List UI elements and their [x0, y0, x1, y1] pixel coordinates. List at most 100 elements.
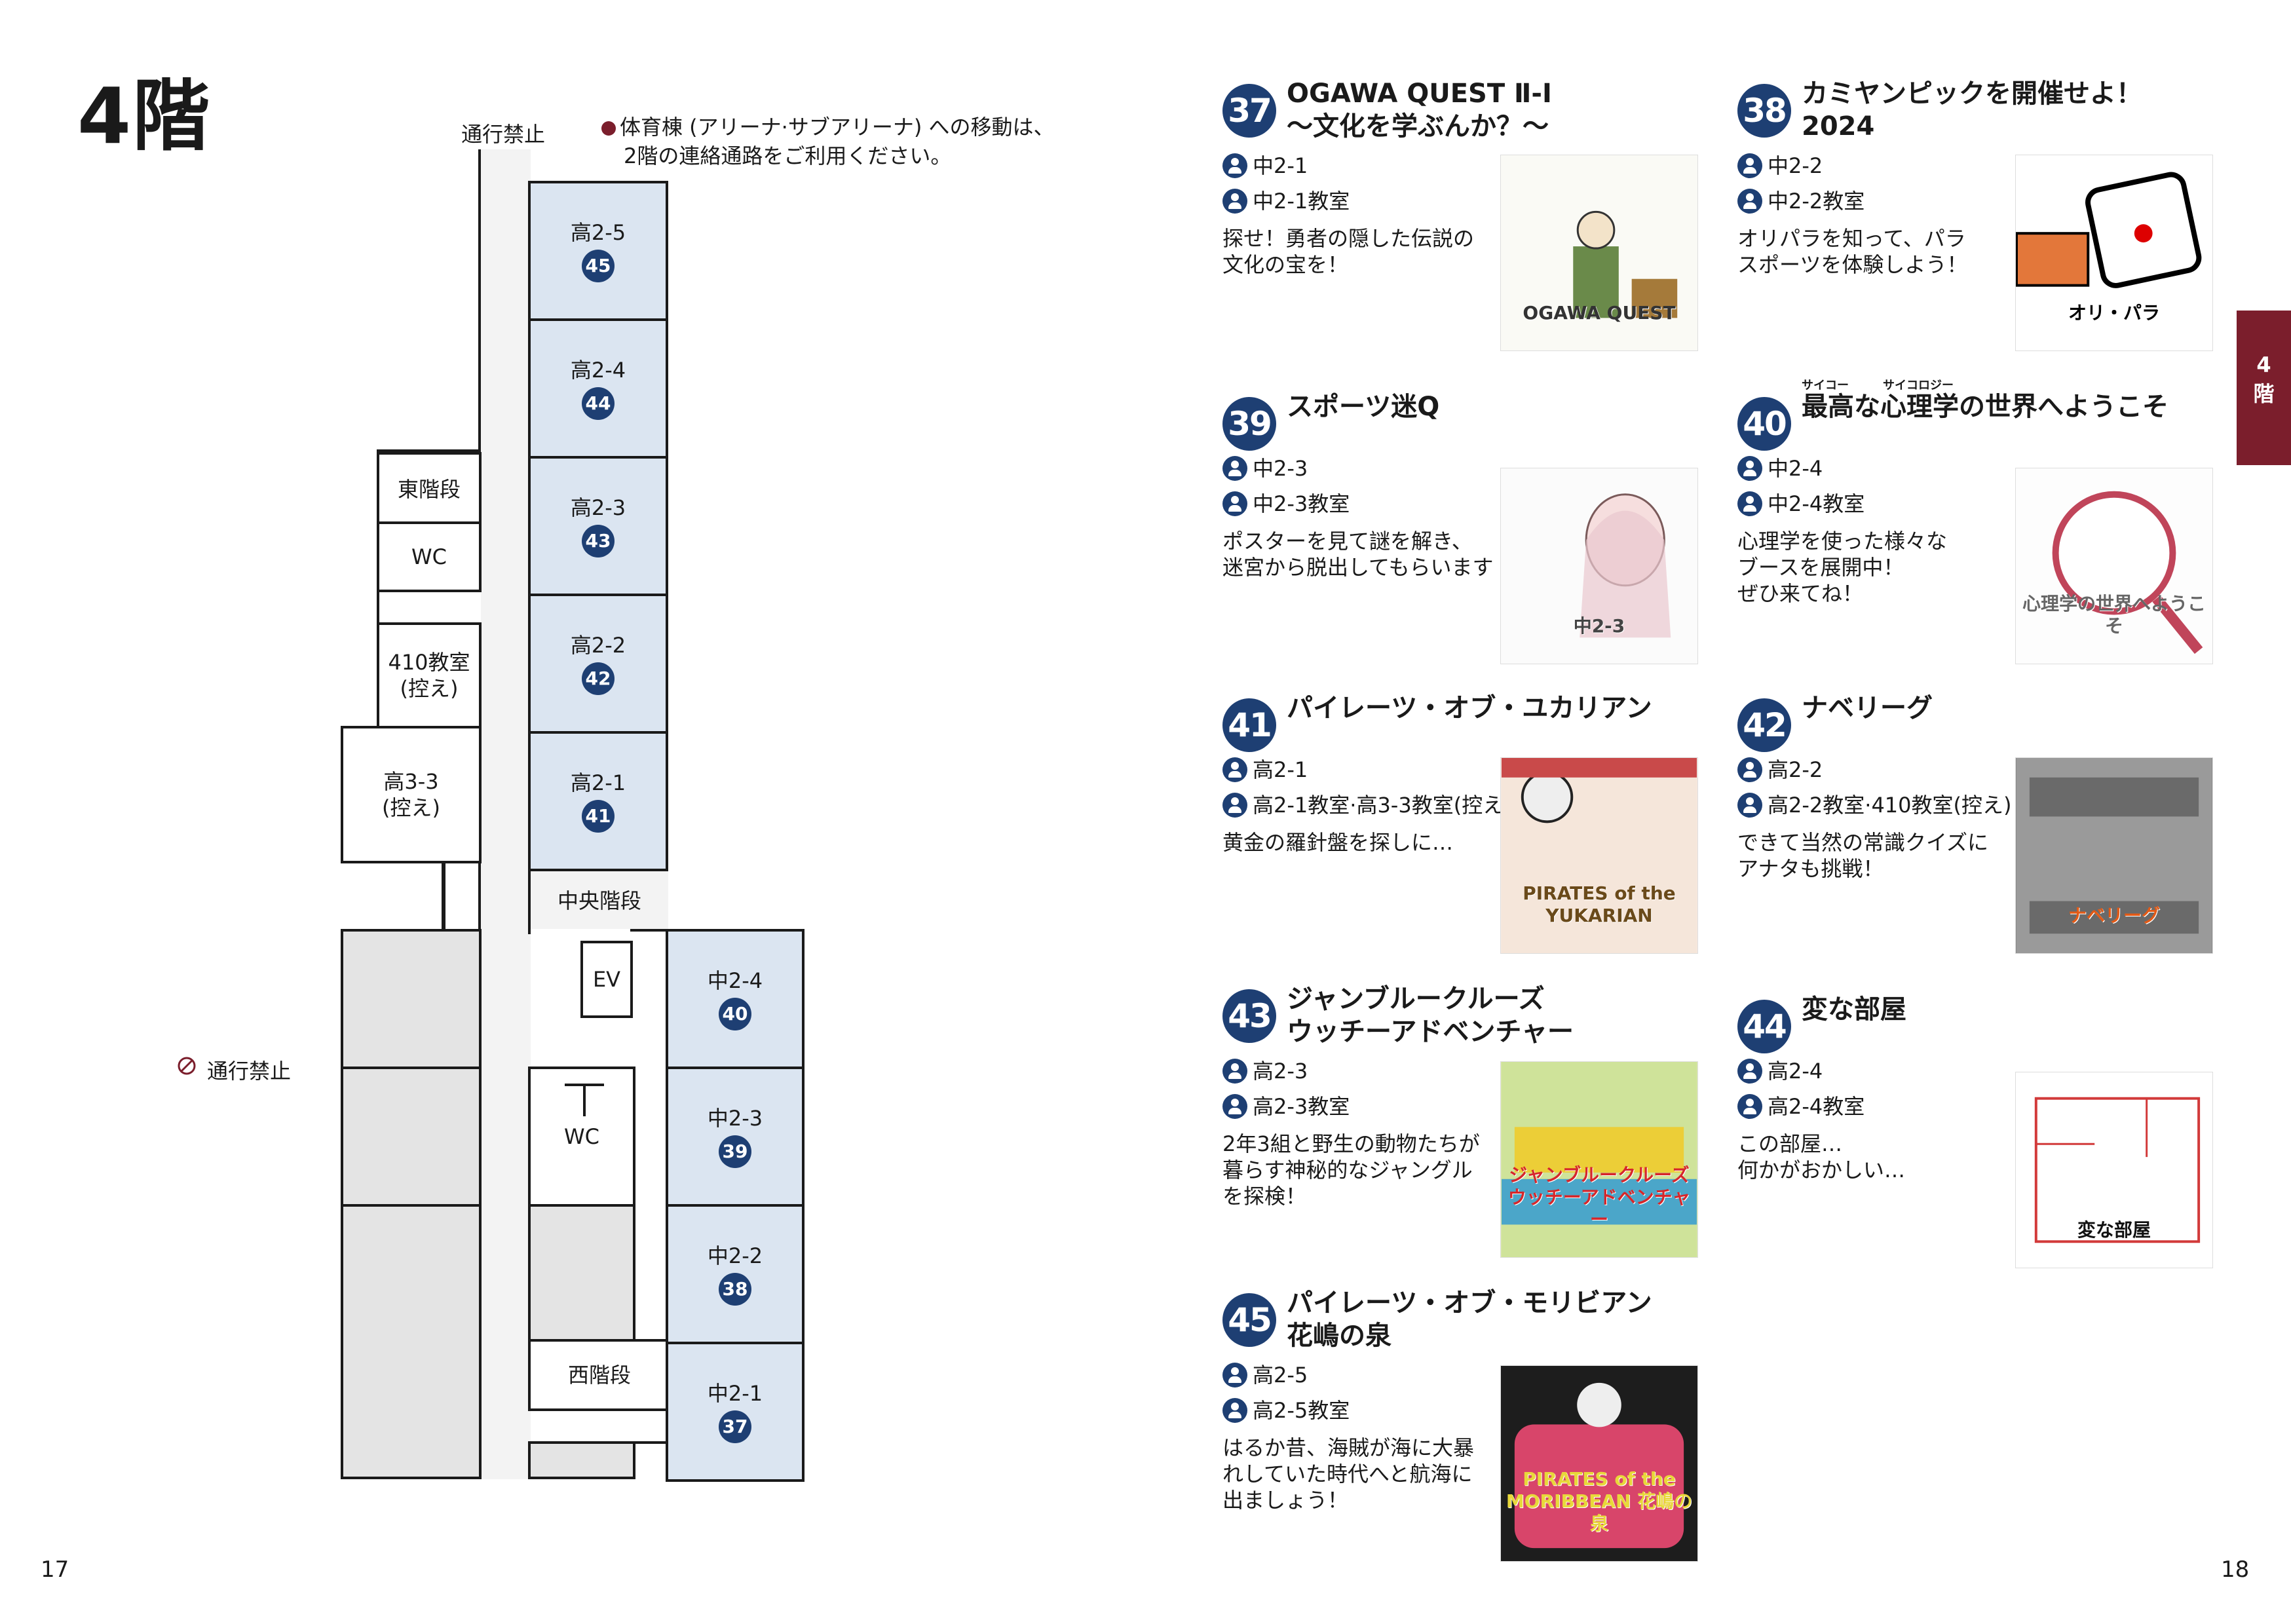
side-tab-line-2: 階: [2253, 381, 2275, 406]
exhibit-number-badge: 38: [719, 1273, 751, 1306]
wall: [377, 590, 379, 624]
classroom-name: 中2-3: [707, 1106, 763, 1131]
exhibit-room: 中2-3教室: [1253, 491, 1350, 516]
location-icon: [1222, 793, 1247, 818]
exhibit-number: 38: [1737, 84, 1791, 138]
wall: [528, 862, 531, 934]
thumbnail-caption: OGAWA QUEST: [1523, 302, 1676, 324]
classroom-name: 中2-4: [707, 968, 763, 993]
west-stairs: 西階段: [528, 1339, 668, 1411]
exhibit-room: 高2-2教室·410教室(控え): [1768, 793, 2012, 818]
exhibit-class: 中2-4: [1768, 456, 1823, 481]
location-icon: [1222, 491, 1247, 516]
classroom-name: 中2-1: [707, 1381, 763, 1406]
location-icon: [1737, 491, 1762, 516]
wall: [478, 149, 481, 451]
gray-room: [341, 1067, 482, 1207]
thumbnail-illustration: [2016, 172, 2202, 288]
exhibit-thumbnail: ジャンブルークルーズ ウッチーアドベンチャー: [1500, 1061, 1698, 1258]
side-tab-line-1: 4: [2256, 352, 2271, 377]
description-line: はるか昔、海賊が海に大暴: [1222, 1435, 1475, 1460]
wc-east: WC: [377, 521, 482, 592]
wc-east-label: WC: [411, 544, 447, 569]
corridor-central: [481, 863, 668, 929]
group-icon: [1222, 153, 1247, 178]
exhibit-number-badge: 45: [582, 250, 615, 282]
room-h33: 高3-3 (控え): [341, 726, 482, 863]
description-line: 出ましょう！: [1222, 1488, 1349, 1513]
wc-west-label: WC: [564, 1124, 599, 1149]
exhibit-room: 高2-5教室: [1253, 1398, 1350, 1423]
no-entry-icon: [178, 1057, 196, 1075]
thumbnail-caption: 変な部屋: [2077, 1219, 2151, 1241]
exhibit-title: パイレーツ・オブ・ユカリアン: [1287, 692, 1713, 725]
exhibit-description: ポスターを見て謎を解き、迷宮から脱出してもらいます: [1222, 528, 1511, 580]
exhibit-room: 中2-2教室: [1768, 189, 1865, 214]
thumbnail-illustration: [2052, 491, 2203, 654]
thumbnail-caption: 中2-3: [1573, 615, 1625, 637]
exhibit-thumbnail: ナベリーグ: [2015, 757, 2213, 954]
description-line: できて当然の常識クイズに: [1737, 830, 1989, 855]
thumbnail-caption: PIRATES of the YUKARIAN: [1523, 882, 1676, 926]
floor-side-tab: 4 階: [2237, 311, 2291, 465]
ev-label: EV: [592, 967, 621, 992]
wall: [633, 1441, 668, 1444]
exhibit-number: 39: [1222, 397, 1276, 451]
exhibit-class: 高2-4: [1768, 1059, 1823, 1084]
exhibit-thumbnail: 変な部屋: [2015, 1072, 2213, 1268]
exhibit-title: 最高な心理学の世界へようこそ: [1802, 390, 2227, 423]
corridor-north: [481, 149, 531, 863]
thumbnail-illustration: [1502, 1062, 1697, 1257]
room-410: 410教室 (控え): [377, 622, 482, 728]
exhibit-class: 中2-1: [1253, 153, 1308, 178]
exhibit-number: 40: [1737, 397, 1791, 451]
exhibit-title-line: ナベリーグ: [1802, 693, 1933, 723]
gray-room: [341, 929, 482, 1069]
location-icon: [1737, 1094, 1762, 1119]
wall: [478, 858, 481, 930]
exhibit-title: カミヤンピックを開催せよ！2024: [1802, 77, 2227, 143]
exhibit-description: 2年3組と野生の動物たちが暮らす神秘的なジャングルを探検！: [1222, 1131, 1511, 1209]
exhibit-number: 41: [1222, 698, 1276, 752]
exhibit-title: ナベリーグ: [1802, 692, 2227, 725]
exhibit-title-line: ジャンブルークルーズ: [1287, 984, 1545, 1014]
exhibit-description: 黄金の羅針盤を探しに…: [1222, 829, 1511, 856]
location-icon: [1222, 189, 1247, 214]
location-icon: [1222, 1094, 1247, 1119]
page-number-left: 17: [41, 1557, 69, 1583]
exhibit-title-line: カミヤンピックを開催せよ！: [1802, 79, 2142, 109]
exhibit-number-badge: 37: [719, 1410, 751, 1443]
exhibit-number: 42: [1737, 698, 1791, 752]
group-icon: [1222, 456, 1247, 481]
classroom-name: 高2-2: [570, 633, 626, 658]
gray-room: [528, 1441, 635, 1479]
exhibit-room: 高2-1教室·高3-3教室(控え): [1253, 793, 1512, 818]
location-icon: [1222, 1398, 1247, 1423]
central-stairs-label: 中央階段: [557, 888, 641, 913]
page-number-right: 18: [2221, 1557, 2250, 1583]
thumbnail-caption: オリ・パラ: [2068, 302, 2160, 324]
thumbnail-caption: ジャンブルークルーズ ウッチーアドベンチャー: [1507, 1164, 1691, 1230]
wc-west: WC: [528, 1067, 635, 1207]
exhibit-number: 37: [1222, 84, 1276, 138]
exhibit-number-badge: 40: [719, 998, 751, 1030]
classroom-label: 中2-4 40: [668, 968, 802, 1030]
description-line: ぜひ来てね！: [1737, 581, 1864, 606]
description-line: ポスターを見て謎を解き、: [1222, 529, 1473, 554]
exhibit-title-line: 花嶋の泉: [1287, 1321, 1392, 1351]
notice: 体育棟 (アリーナ·サブアリーナ) への移動は、 2階の連絡通路をご利用ください…: [601, 113, 1055, 170]
